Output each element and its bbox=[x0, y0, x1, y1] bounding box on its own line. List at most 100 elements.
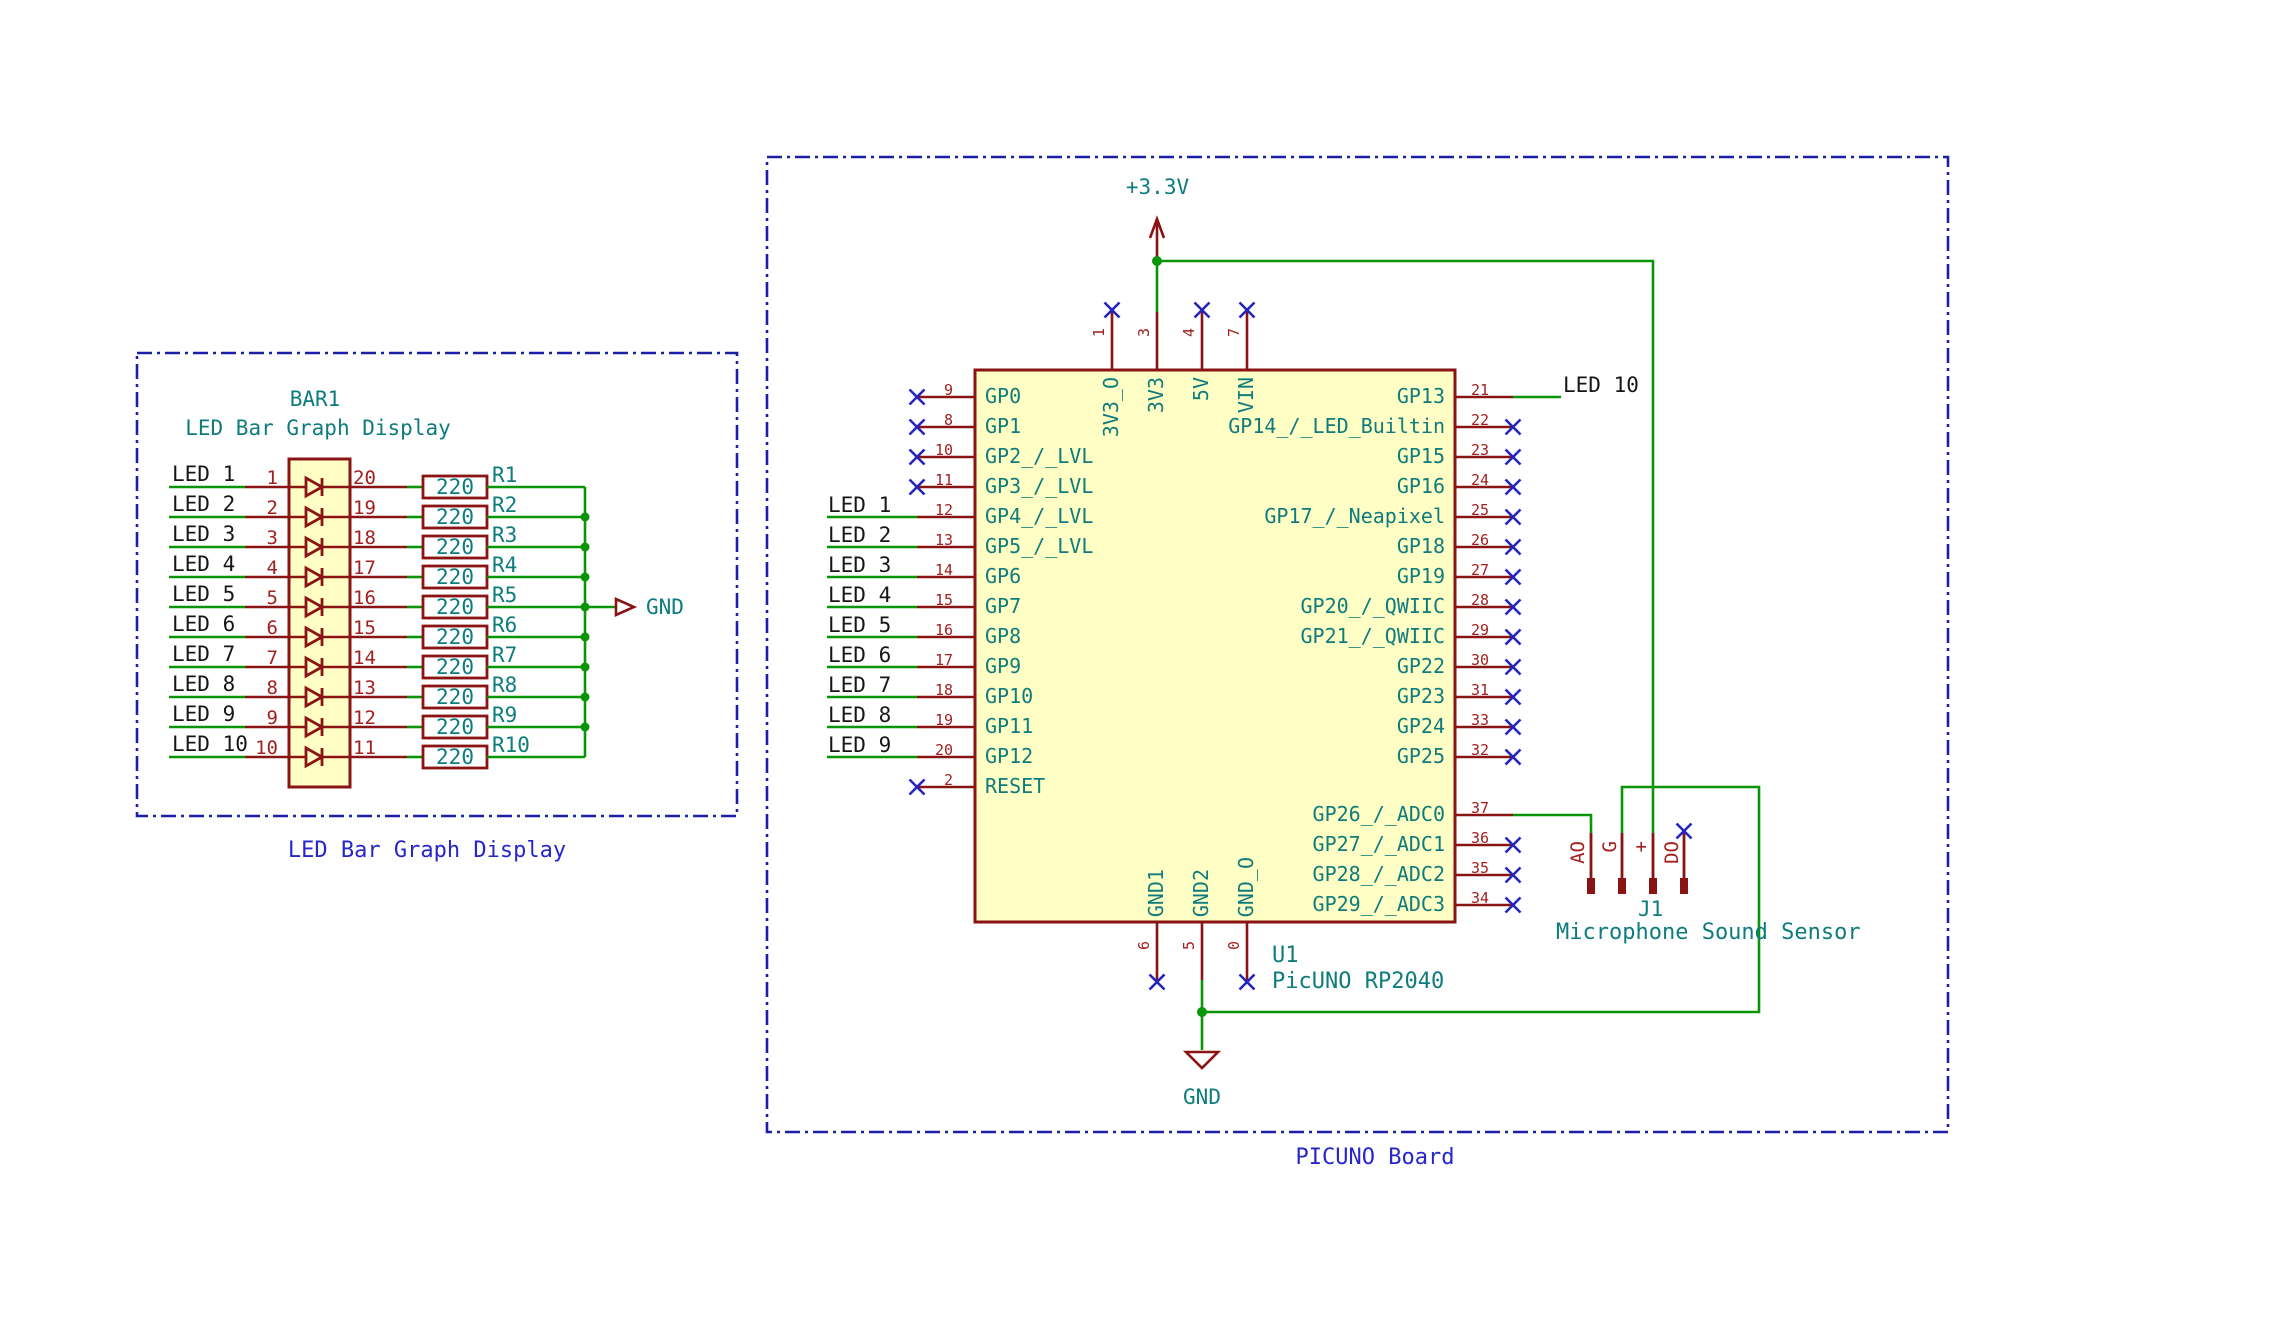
chip-pin-row[interactable]: GP26_/_ADC0 37 bbox=[0, 800, 2292, 830]
wire-adc0-to-sensor[interactable] bbox=[1513, 813, 1593, 833]
net-label[interactable]: LED 9 bbox=[828, 733, 892, 757]
picuno-sheet-label[interactable]: PICUNO Board bbox=[1295, 1145, 1455, 1170]
chip-pin-row[interactable]: GP17_/_Neapixel 25 bbox=[0, 502, 2292, 532]
chip-pin-row[interactable]: 10 GP2_/_LVL bbox=[0, 442, 2292, 472]
resistor-ref[interactable]: R10 bbox=[492, 733, 530, 757]
picuno-chip-body[interactable] bbox=[973, 368, 1457, 924]
resistor-value[interactable]: 220 bbox=[436, 595, 474, 619]
chip-pin-row[interactable]: LED 7 18 GP10 bbox=[0, 674, 2292, 712]
chip-pin-row[interactable]: LED 8 19 GP11 bbox=[0, 704, 2292, 742]
gnd-global-label-arrow[interactable] bbox=[614, 596, 638, 618]
resistor-value[interactable]: 220 bbox=[436, 745, 474, 769]
gnd-symbol-triangle[interactable] bbox=[1182, 1050, 1222, 1070]
net-label[interactable]: LED 10 bbox=[172, 732, 248, 756]
power-flag-label[interactable]: +3.3V bbox=[1125, 175, 1190, 199]
resistor-ref[interactable]: R2 bbox=[492, 493, 518, 517]
net-label[interactable]: LED 5 bbox=[172, 582, 236, 606]
sensor-ref[interactable]: J1 bbox=[1638, 897, 1664, 921]
chip-pin-row[interactable]: 2 RESET bbox=[0, 772, 2292, 802]
wire-gnd-to-sensor-g[interactable] bbox=[1202, 785, 1761, 1014]
resistor-ref[interactable]: R8 bbox=[492, 673, 518, 697]
net-label[interactable]: LED 5 bbox=[828, 613, 892, 637]
chip-pin-row[interactable]: GP29_/_ADC3 34 bbox=[0, 890, 2292, 920]
chip-pin-row[interactable]: 11 GP3_/_LVL bbox=[0, 472, 2292, 502]
chip-pin-row[interactable]: GP15 23 bbox=[0, 442, 2292, 472]
resistor-value[interactable]: 220 bbox=[436, 475, 474, 499]
led-row[interactable]: LED 10 10 11 220 R10 bbox=[0, 733, 2292, 772]
led-row[interactable]: LED 6 6 15 220 R6 bbox=[0, 613, 2292, 652]
net-label[interactable]: LED 10 bbox=[1563, 373, 1639, 397]
resistor-value[interactable]: 220 bbox=[436, 625, 474, 649]
bar-graph-symbol-body[interactable] bbox=[287, 457, 352, 789]
chip-pin-row[interactable]: GP18 26 bbox=[0, 532, 2292, 562]
net-label[interactable]: LED 7 bbox=[828, 673, 892, 697]
led-module-sheet-border[interactable] bbox=[135, 351, 739, 818]
led-row[interactable]: LED 2 2 19 220 R2 bbox=[0, 493, 2292, 532]
chip-pin-row[interactable]: LED 9 20 GP12 bbox=[0, 734, 2292, 772]
led-row[interactable]: LED 5 5 16 220 R5 bbox=[0, 583, 2292, 622]
wire-3v3-to-sensor-plus[interactable] bbox=[1157, 259, 1655, 833]
chip-pin-row[interactable]: GP25 32 bbox=[0, 742, 2292, 772]
chip-pin-row[interactable]: GP27_/_ADC1 36 bbox=[0, 830, 2292, 860]
net-label[interactable]: LED 9 bbox=[172, 702, 236, 726]
bar-graph-ref[interactable]: BAR1 bbox=[289, 387, 341, 411]
resistor-ref[interactable]: R4 bbox=[492, 553, 518, 577]
chip-pin-row[interactable]: 9 GP0 bbox=[0, 382, 2292, 412]
net-label[interactable]: LED 3 bbox=[828, 553, 892, 577]
picuno-sheet-border[interactable] bbox=[765, 155, 1950, 1134]
chip-pin-row[interactable]: GP20_/_QWIIC 28 bbox=[0, 592, 2292, 622]
net-label[interactable]: LED 1 bbox=[172, 462, 236, 486]
net-label[interactable]: LED 1 bbox=[828, 493, 892, 517]
chip-pin-row[interactable]: LED 3 14 GP6 bbox=[0, 554, 2292, 592]
power-flag-arrow[interactable] bbox=[1148, 215, 1166, 239]
net-label[interactable]: LED 8 bbox=[828, 703, 892, 727]
chip-pin-row[interactable]: LED 2 13 GP5_/_LVL bbox=[0, 524, 2292, 562]
bar-graph-value[interactable]: LED Bar Graph Display bbox=[185, 416, 451, 440]
chip-pin-row[interactable]: LED 5 16 GP8 bbox=[0, 614, 2292, 652]
resistor-ref[interactable]: R5 bbox=[492, 583, 518, 607]
sensor-value[interactable]: Microphone Sound Sensor bbox=[1556, 920, 1861, 945]
led-sheet-label[interactable]: LED Bar Graph Display bbox=[287, 838, 567, 863]
resistor-value[interactable]: 220 bbox=[436, 685, 474, 709]
chip-pin-row[interactable]: GP23 31 bbox=[0, 682, 2292, 712]
net-label[interactable]: LED 4 bbox=[828, 583, 892, 607]
resistor-ref[interactable]: R3 bbox=[492, 523, 518, 547]
resistor-ref[interactable]: R1 bbox=[492, 463, 518, 487]
led-row[interactable]: LED 3 3 18 220 R3 bbox=[0, 523, 2292, 562]
resistor-value[interactable]: 220 bbox=[436, 655, 474, 679]
chip-pin-row[interactable]: LED 4 15 GP7 bbox=[0, 584, 2292, 622]
chip-pin-row[interactable]: 8 GP1 bbox=[0, 412, 2292, 442]
led-row[interactable]: LED 7 7 14 220 R7 bbox=[0, 643, 2292, 682]
resistor-ref[interactable]: R9 bbox=[492, 703, 518, 727]
net-label[interactable]: LED 6 bbox=[828, 643, 892, 667]
chip-ref[interactable]: U1 bbox=[1272, 943, 1299, 968]
net-label[interactable]: LED 8 bbox=[172, 672, 236, 696]
led-row[interactable]: LED 1 1 20 220 R1 bbox=[0, 463, 2292, 502]
net-label[interactable]: LED 4 bbox=[172, 552, 236, 576]
net-label[interactable]: LED 2 bbox=[172, 492, 236, 516]
resistor-ref[interactable]: R6 bbox=[492, 613, 518, 637]
gnd-global-label[interactable]: GND bbox=[646, 595, 684, 619]
resistor-value[interactable]: 220 bbox=[436, 535, 474, 559]
chip-pin-row[interactable]: GP24 33 bbox=[0, 712, 2292, 742]
chip-pin-row[interactable]: GP13 21 LED 10 bbox=[0, 374, 2292, 412]
chip-pin-row[interactable]: GP16 24 bbox=[0, 472, 2292, 502]
chip-pin-row[interactable]: GP21_/_QWIIC 29 bbox=[0, 622, 2292, 652]
resistor-value[interactable]: 220 bbox=[436, 505, 474, 529]
gnd-symbol-label[interactable]: GND bbox=[1183, 1085, 1221, 1109]
net-label[interactable]: LED 6 bbox=[172, 612, 236, 636]
led-row[interactable]: LED 8 8 13 220 R8 bbox=[0, 673, 2292, 712]
chip-pin-row[interactable]: GP28_/_ADC2 35 bbox=[0, 860, 2292, 890]
resistor-ref[interactable]: R7 bbox=[492, 643, 518, 667]
chip-pin-row[interactable]: GP14_/_LED_Builtin 22 bbox=[0, 412, 2292, 442]
chip-pin-row[interactable]: GP19 27 bbox=[0, 562, 2292, 592]
led-row[interactable]: LED 4 4 17 220 R4 bbox=[0, 553, 2292, 592]
chip-pin-row[interactable]: LED 1 12 GP4_/_LVL bbox=[0, 494, 2292, 532]
net-label[interactable]: LED 7 bbox=[172, 642, 236, 666]
chip-pin-row[interactable]: LED 6 17 GP9 bbox=[0, 644, 2292, 682]
chip-value[interactable]: PicUNO RP2040 bbox=[1272, 969, 1445, 994]
resistor-value[interactable]: 220 bbox=[436, 565, 474, 589]
net-label[interactable]: LED 3 bbox=[172, 522, 236, 546]
chip-pin-row[interactable]: GP22 30 bbox=[0, 652, 2292, 682]
led-row[interactable]: LED 9 9 12 220 R9 bbox=[0, 703, 2292, 742]
